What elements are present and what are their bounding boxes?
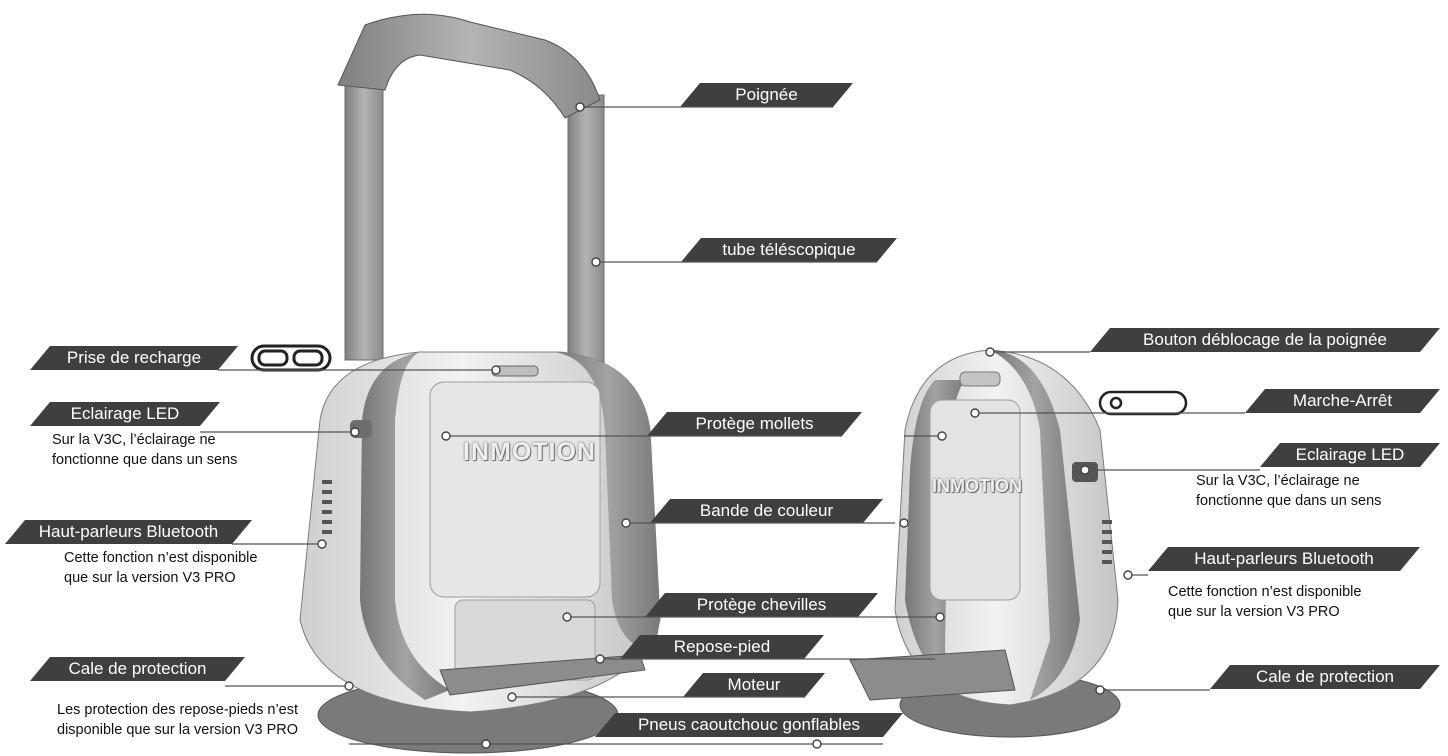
label-tube-telescopique: tube téléscopique xyxy=(691,238,887,262)
label-repose-pied: Repose-pied xyxy=(630,635,814,659)
label-eclairage-led-left: Eclairage LED xyxy=(40,402,210,426)
left-tube xyxy=(345,70,383,360)
label-protege-mollets: Protège mollets xyxy=(657,412,852,436)
label-haut-parleurs-left: Haut-parleurs Bluetooth xyxy=(15,520,242,544)
note-eclairage-right: Sur la V3C, l’éclairage ne fonctionne qu… xyxy=(1196,471,1381,511)
power-button-icon xyxy=(1100,392,1186,414)
label-bouton-deblocage: Bouton déblocage de la poignée xyxy=(1100,328,1430,352)
brand-logo-right: INMOTION xyxy=(932,476,1022,497)
label-poignee: Poignée xyxy=(690,83,843,107)
label-cale-protection-left: Cale de protection xyxy=(40,657,235,681)
label-marche-arret: Marche-Arrêt xyxy=(1255,389,1430,413)
left-wheel-unit xyxy=(300,14,660,753)
note-cale-left: Les protection des repose-pieds n’est di… xyxy=(57,700,298,740)
note-eclairage-left: Sur la V3C, l’éclairage ne fonctionne qu… xyxy=(52,430,237,470)
label-pneus: Pneus caoutchouc gonflables xyxy=(605,713,893,737)
brand-logo-left: INMOTION xyxy=(463,438,596,467)
label-bande-couleur: Bande de couleur xyxy=(660,499,873,523)
charge-port-icon xyxy=(252,346,330,370)
label-protege-chevilles: Protège chevilles xyxy=(655,593,868,617)
label-moteur: Moteur xyxy=(693,673,815,697)
label-prise-recharge: Prise de recharge xyxy=(40,346,228,370)
right-tube xyxy=(568,95,604,380)
label-eclairage-led-right: Eclairage LED xyxy=(1270,443,1430,467)
label-cale-protection-right: Cale de protection xyxy=(1220,665,1430,689)
calf-protector xyxy=(430,382,600,597)
handle-release-button xyxy=(960,372,1000,386)
note-haut-parleurs-right: Cette fonction n’est disponible que sur … xyxy=(1168,582,1361,622)
label-haut-parleurs-right: Haut-parleurs Bluetooth xyxy=(1158,547,1410,571)
right-wheel-unit xyxy=(850,350,1120,737)
calf-protector-right xyxy=(930,400,1020,600)
note-haut-parleurs-left: Cette fonction n’est disponible que sur … xyxy=(64,548,257,588)
